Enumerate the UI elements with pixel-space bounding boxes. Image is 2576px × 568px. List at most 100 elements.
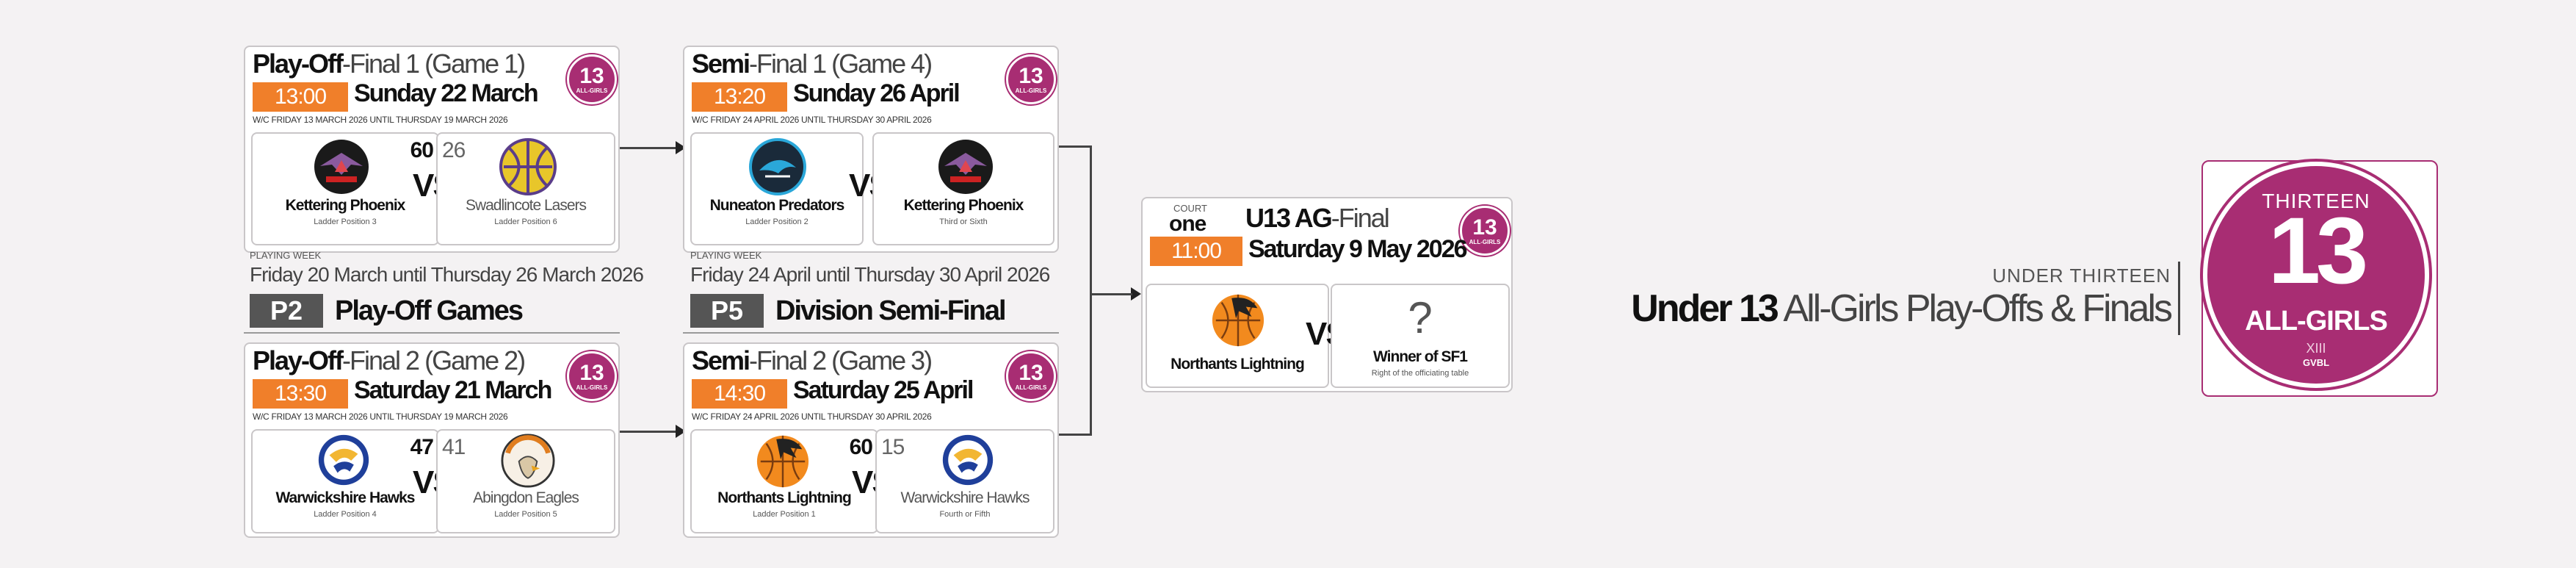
away-team-position: Ladder Position 6 bbox=[494, 218, 557, 226]
away-team-box: 41 Abingdon Eagles Ladder Position 5 bbox=[436, 429, 615, 533]
home-score: 60 bbox=[849, 435, 873, 459]
playing-week-code: P2 bbox=[250, 294, 323, 328]
northants-lightning-logo-icon bbox=[756, 435, 809, 488]
match-date: Sunday 22 March bbox=[354, 79, 539, 107]
court-name: one bbox=[1169, 212, 1206, 236]
warwickshire-hawks-logo-icon bbox=[318, 434, 369, 486]
playing-week-name: Division Semi-Final bbox=[775, 295, 1007, 326]
match-date: Saturday 25 April bbox=[793, 376, 974, 404]
home-team-name: Kettering Phoenix bbox=[285, 197, 406, 214]
match-window: W/C FRIDAY 13 MARCH 2026 UNTIL THURSDAY … bbox=[253, 411, 508, 422]
away-team-position: Third or Sixth bbox=[939, 218, 988, 226]
match-title: U13 AG-Final bbox=[1245, 203, 1390, 233]
away-team-name: Winner of SF1 bbox=[1373, 348, 1468, 365]
away-team-note: Right of the officiating table bbox=[1371, 369, 1469, 378]
playing-week-dates: Friday 20 March until Thursday 26 March … bbox=[250, 263, 644, 286]
bracket-connector bbox=[1059, 434, 1091, 436]
header-kicker: UNDER THIRTEEN bbox=[1992, 265, 2171, 287]
home-team-position: Ladder Position 1 bbox=[753, 510, 816, 519]
kettering-phoenix-logo-icon bbox=[314, 140, 369, 194]
away-score: 41 bbox=[442, 435, 466, 459]
abingdon-eagles-logo-icon bbox=[501, 434, 555, 488]
away-team-name: Swadlincote Lasers bbox=[465, 197, 587, 214]
away-score: 26 bbox=[442, 138, 466, 162]
match-title: Play-Off-Final 1 (Game 1) bbox=[253, 48, 526, 79]
court-label: COURT bbox=[1173, 203, 1207, 214]
home-team-box: Nuneaton Predators Ladder Position 2 bbox=[690, 132, 864, 245]
playing-week-label: PLAYING WEEK bbox=[250, 250, 322, 261]
match-time: 13:20 bbox=[692, 82, 787, 112]
emblem-brand: GVBL bbox=[2302, 357, 2330, 368]
bracket-connector bbox=[620, 431, 680, 433]
match-title: Play-Off-Final 2 (Game 2) bbox=[253, 345, 526, 375]
home-score: 47 bbox=[410, 435, 434, 459]
away-score: 15 bbox=[881, 435, 905, 459]
home-team-name: Northants Lightning bbox=[1171, 356, 1305, 373]
home-team-name: Nuneaton Predators bbox=[709, 197, 845, 214]
bracket-connector bbox=[1059, 145, 1091, 148]
home-team-box: 60 Kettering Phoenix Ladder Position 3 bbox=[251, 132, 439, 245]
away-team-name: Abingdon Eagles bbox=[473, 489, 579, 506]
match-window: W/C FRIDAY 13 MARCH 2026 UNTIL THURSDAY … bbox=[253, 115, 508, 125]
match-date: Sunday 26 April bbox=[793, 79, 960, 107]
home-team-name: Northants Lightning bbox=[717, 489, 852, 506]
home-team-position: Ladder Position 4 bbox=[314, 510, 377, 519]
header-divider bbox=[2178, 262, 2180, 335]
match-title: Semi-Final 1 (Game 4) bbox=[692, 48, 933, 79]
northants-lightning-logo-icon bbox=[1212, 294, 1265, 347]
divider bbox=[683, 332, 1059, 334]
away-team-position: Ladder Position 5 bbox=[494, 510, 557, 519]
kettering-phoenix-logo-icon bbox=[938, 140, 993, 194]
home-team-name: Warwickshire Hawks bbox=[275, 489, 416, 506]
emblem-number: 13 bbox=[2268, 198, 2368, 303]
away-team-name: Warwickshire Hawks bbox=[900, 489, 1030, 506]
away-team-box: 15 Warwickshire Hawks Fourth or Fifth bbox=[875, 429, 1054, 533]
home-team-position: Ladder Position 3 bbox=[314, 218, 377, 226]
home-score: 60 bbox=[410, 138, 434, 162]
match-time: 14:30 bbox=[692, 379, 787, 409]
emblem-label: ALL-GIRLS bbox=[2245, 306, 2388, 337]
header-title: Under 13 All-Girls Play-Offs & Finals bbox=[1631, 287, 2173, 330]
swadlincote-lasers-logo-icon bbox=[499, 138, 557, 195]
away-team-box: Kettering Phoenix Third or Sixth bbox=[872, 132, 1054, 245]
playing-week-label: PLAYING WEEK bbox=[690, 250, 762, 261]
arrow-right-icon bbox=[1131, 287, 1141, 301]
emblem-top-label: THIRTEEN bbox=[2262, 190, 2370, 212]
match-date: Saturday 9 May 2026 bbox=[1248, 235, 1468, 263]
match-window: W/C FRIDAY 24 APRIL 2026 UNTIL THURSDAY … bbox=[692, 115, 932, 125]
home-team-box: 60 Northants Lightning Ladder Position 1 bbox=[690, 429, 878, 533]
playing-week-code: P5 bbox=[690, 294, 764, 328]
away-team-box: ? Winner of SF1 Right of the officiating… bbox=[1331, 284, 1510, 388]
playing-week-dates: Friday 24 April until Thursday 30 April … bbox=[690, 263, 1050, 286]
home-team-position: Ladder Position 2 bbox=[745, 218, 808, 226]
match-time: 13:00 bbox=[253, 82, 348, 112]
home-team-box: Northants Lightning bbox=[1146, 284, 1329, 388]
bracket-connector bbox=[1090, 293, 1113, 295]
away-team-name: Kettering Phoenix bbox=[903, 197, 1024, 214]
u13-all-girls-emblem-icon: THIRTEEN 13 ALL-GIRLS XIII GVBL bbox=[2207, 166, 2425, 384]
match-title: Semi-Final 2 (Game 3) bbox=[692, 345, 933, 375]
away-team-position: Fourth or Fifth bbox=[939, 510, 991, 519]
match-window: W/C FRIDAY 24 APRIL 2026 UNTIL THURSDAY … bbox=[692, 411, 932, 422]
bracket-connector bbox=[1112, 293, 1132, 295]
unknown-team-placeholder: ? bbox=[1408, 293, 1433, 342]
arrow-right-icon bbox=[676, 141, 686, 154]
bracket-connector bbox=[1090, 145, 1092, 436]
match-time: 11:00 bbox=[1150, 237, 1242, 266]
away-team-box: 26 Swadlincote Lasers Ladder Position 6 bbox=[436, 132, 615, 245]
match-date: Saturday 21 March bbox=[354, 376, 552, 404]
divider bbox=[244, 332, 620, 334]
arrow-right-icon bbox=[676, 425, 686, 438]
home-team-box: 47 Warwickshire Hawks Ladder Position 4 bbox=[251, 429, 439, 533]
bracket-connector bbox=[620, 147, 680, 149]
